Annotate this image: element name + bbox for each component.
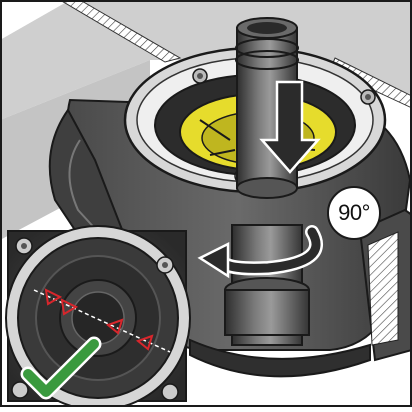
detail-inset — [5, 225, 191, 411]
housing-left-highlight — [68, 139, 111, 246]
down-arrow-icon — [259, 80, 321, 174]
lower-shaft-base — [224, 289, 310, 336]
rotation-badge — [327, 186, 381, 240]
housing-bottom-rim — [189, 338, 371, 378]
upper-shaft-ring-1 — [235, 38, 299, 58]
upper-shaft-bottom — [236, 177, 298, 199]
floor-cut-top — [59, 0, 182, 63]
alignment-markers — [44, 288, 154, 351]
housing-right-cut — [367, 231, 399, 346]
rotate-arrow-icon — [197, 225, 323, 279]
upper-shaft-ring-2 — [235, 50, 299, 70]
checkmark-icon — [23, 339, 99, 397]
upper-shaft-bore — [247, 22, 287, 34]
